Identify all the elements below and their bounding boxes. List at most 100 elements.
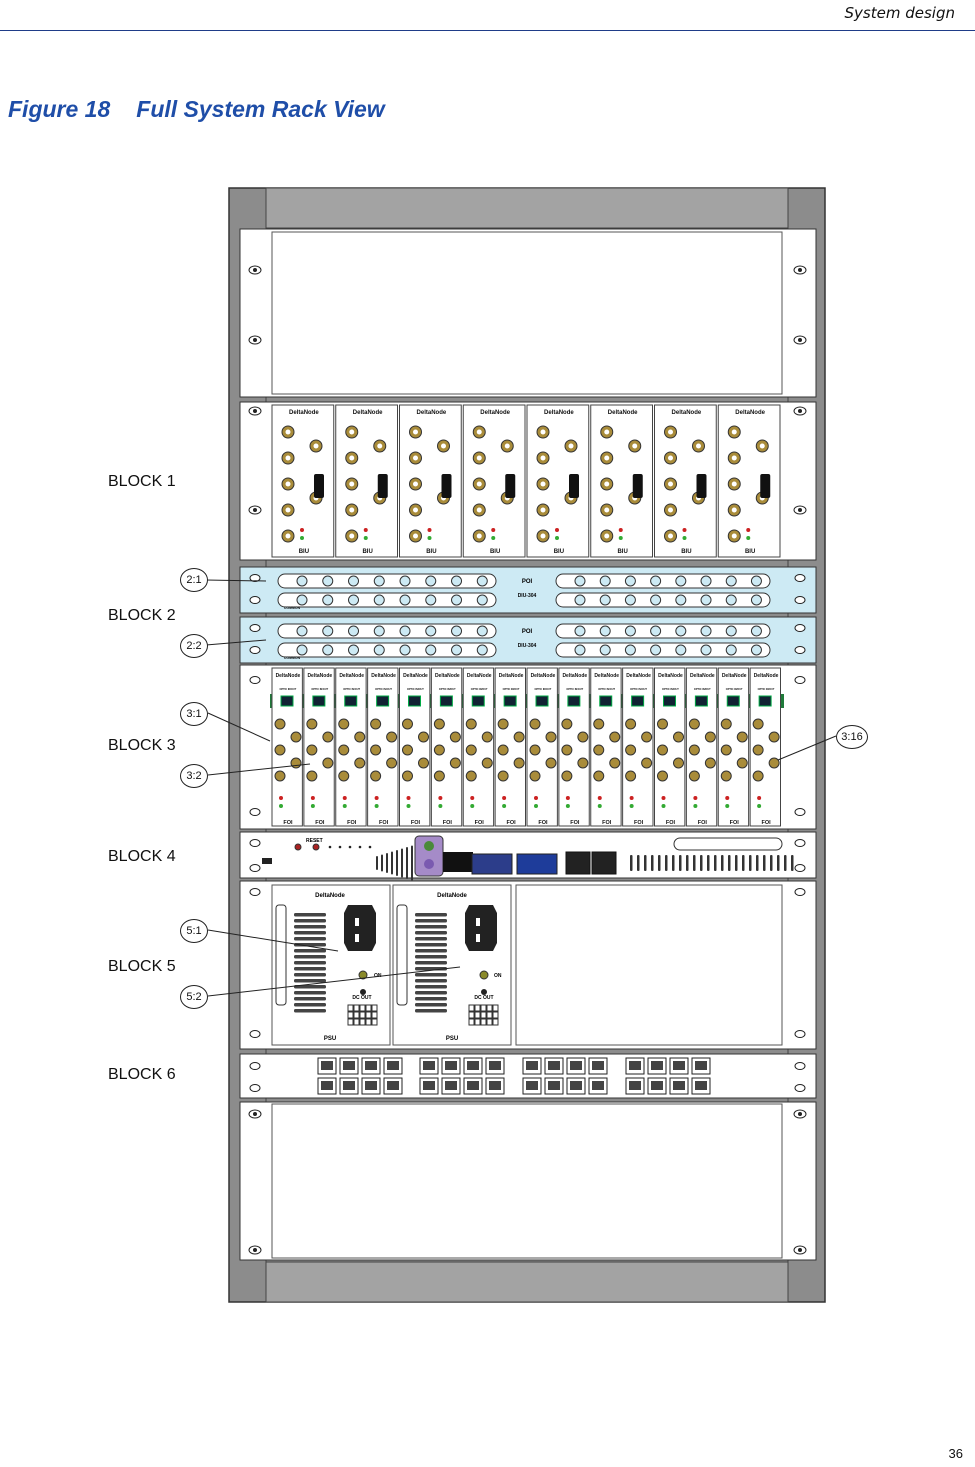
foi-connector bbox=[768, 757, 780, 769]
patch-rj45-jack bbox=[321, 1081, 333, 1090]
foi-optic-port bbox=[663, 695, 676, 707]
poi-port bbox=[725, 575, 737, 587]
psu-brand-2: DeltaNode bbox=[437, 893, 467, 899]
rack-screw bbox=[794, 574, 806, 582]
foi-brand: DeltaNode bbox=[722, 673, 747, 679]
foi-brand: DeltaNode bbox=[626, 673, 651, 679]
rack-screw bbox=[794, 839, 806, 847]
psu-dc-pin bbox=[474, 1018, 481, 1026]
biu-connector-core bbox=[476, 455, 482, 461]
biu-label: BIU bbox=[681, 549, 691, 555]
poi-port bbox=[599, 575, 611, 587]
controller-vent bbox=[763, 855, 766, 871]
foi-connector bbox=[688, 718, 700, 730]
patch-rj45-jack bbox=[651, 1081, 663, 1090]
foi-connector bbox=[386, 731, 398, 743]
foi-connector bbox=[402, 770, 413, 782]
psu-vent bbox=[415, 925, 447, 929]
poi-port bbox=[624, 575, 636, 587]
biu-module bbox=[271, 404, 335, 558]
psu-vent bbox=[415, 991, 447, 995]
poi-port bbox=[750, 644, 762, 656]
rack-screw-hole bbox=[798, 1248, 802, 1252]
foi-led bbox=[374, 804, 379, 808]
poi-port bbox=[399, 594, 411, 606]
foi-connector bbox=[625, 744, 637, 756]
biu-brand: DeltaNode bbox=[672, 410, 702, 416]
foi-connector bbox=[370, 744, 382, 756]
foi-label: FOI bbox=[475, 820, 485, 826]
foi-connector bbox=[481, 731, 493, 743]
foi-optic-port bbox=[503, 695, 517, 707]
foi-connector bbox=[688, 770, 700, 782]
foi-connector bbox=[561, 744, 573, 756]
controller-vent bbox=[707, 855, 710, 871]
foi-connector bbox=[609, 731, 621, 743]
foi-connector bbox=[561, 718, 573, 730]
foi-led bbox=[374, 796, 379, 800]
poi-port bbox=[451, 594, 463, 606]
controller-vent bbox=[406, 847, 408, 879]
foi-connector bbox=[306, 744, 318, 756]
biu-module bbox=[335, 404, 398, 558]
foi-optic-port bbox=[344, 695, 358, 707]
foi-connector bbox=[402, 718, 413, 730]
foi-led bbox=[438, 804, 443, 808]
foi-connector bbox=[752, 718, 764, 730]
biu-connector-core bbox=[731, 507, 737, 513]
foi-connector bbox=[673, 731, 684, 743]
rack-screw-hole bbox=[253, 268, 257, 272]
patch-rj45-jack bbox=[467, 1081, 479, 1090]
biu-led bbox=[491, 536, 496, 540]
rack-screw bbox=[794, 888, 806, 896]
patch-rj45-jack bbox=[387, 1061, 399, 1070]
biu-connector-core bbox=[476, 533, 482, 539]
foi-connector bbox=[641, 757, 653, 769]
biu-connector-core bbox=[540, 481, 546, 487]
biu-connector-core bbox=[285, 533, 291, 539]
psu-vent bbox=[415, 985, 447, 989]
foi-led bbox=[725, 804, 730, 808]
rack-screw bbox=[249, 574, 261, 582]
biu-connector-core bbox=[696, 443, 701, 449]
foi-led bbox=[565, 804, 570, 808]
biu-connector-core bbox=[668, 481, 673, 487]
foi-header: OPTIC IN/OUT bbox=[598, 688, 615, 691]
poi-port bbox=[425, 644, 437, 656]
patch-rj45-jack bbox=[548, 1081, 560, 1090]
foi-connector bbox=[481, 757, 493, 769]
patch-rj45-jack bbox=[695, 1061, 707, 1070]
psu-handle bbox=[275, 904, 287, 1006]
foi-label: FOI bbox=[666, 820, 676, 826]
biu-module bbox=[462, 404, 526, 558]
biu-led bbox=[300, 528, 304, 532]
psu-vent bbox=[294, 949, 326, 953]
biu-connector-core bbox=[540, 455, 546, 461]
biu-alarm-port bbox=[377, 474, 388, 498]
foi-brand: DeltaNode bbox=[531, 673, 556, 679]
foi-connector bbox=[290, 731, 302, 743]
foi-connector bbox=[673, 757, 684, 769]
rack-screw bbox=[794, 624, 806, 632]
foi-led bbox=[310, 796, 315, 800]
foi-label: FOI bbox=[570, 820, 580, 826]
block-label-3: BLOCK 3 bbox=[108, 737, 176, 754]
psu-switch bbox=[481, 989, 487, 995]
foi-connector bbox=[529, 744, 541, 756]
patch-rj45-jack bbox=[343, 1061, 355, 1070]
foi-led bbox=[438, 796, 443, 800]
serial-port bbox=[516, 853, 558, 875]
poi-port bbox=[700, 594, 712, 606]
controller-vent bbox=[381, 854, 383, 872]
leader-5-2 bbox=[207, 966, 461, 997]
controller-vent bbox=[791, 855, 794, 871]
patch-rj45-jack bbox=[592, 1061, 604, 1070]
poi-port bbox=[476, 625, 488, 637]
biu-connector-core bbox=[759, 443, 765, 449]
patch-rj45-jack bbox=[467, 1061, 479, 1070]
foi-connector bbox=[497, 770, 509, 782]
patch-rj45-jack bbox=[365, 1061, 377, 1070]
biu-connector-core bbox=[731, 533, 737, 539]
biu-connector-core bbox=[504, 443, 510, 449]
psu-dc-pin bbox=[365, 1004, 372, 1012]
